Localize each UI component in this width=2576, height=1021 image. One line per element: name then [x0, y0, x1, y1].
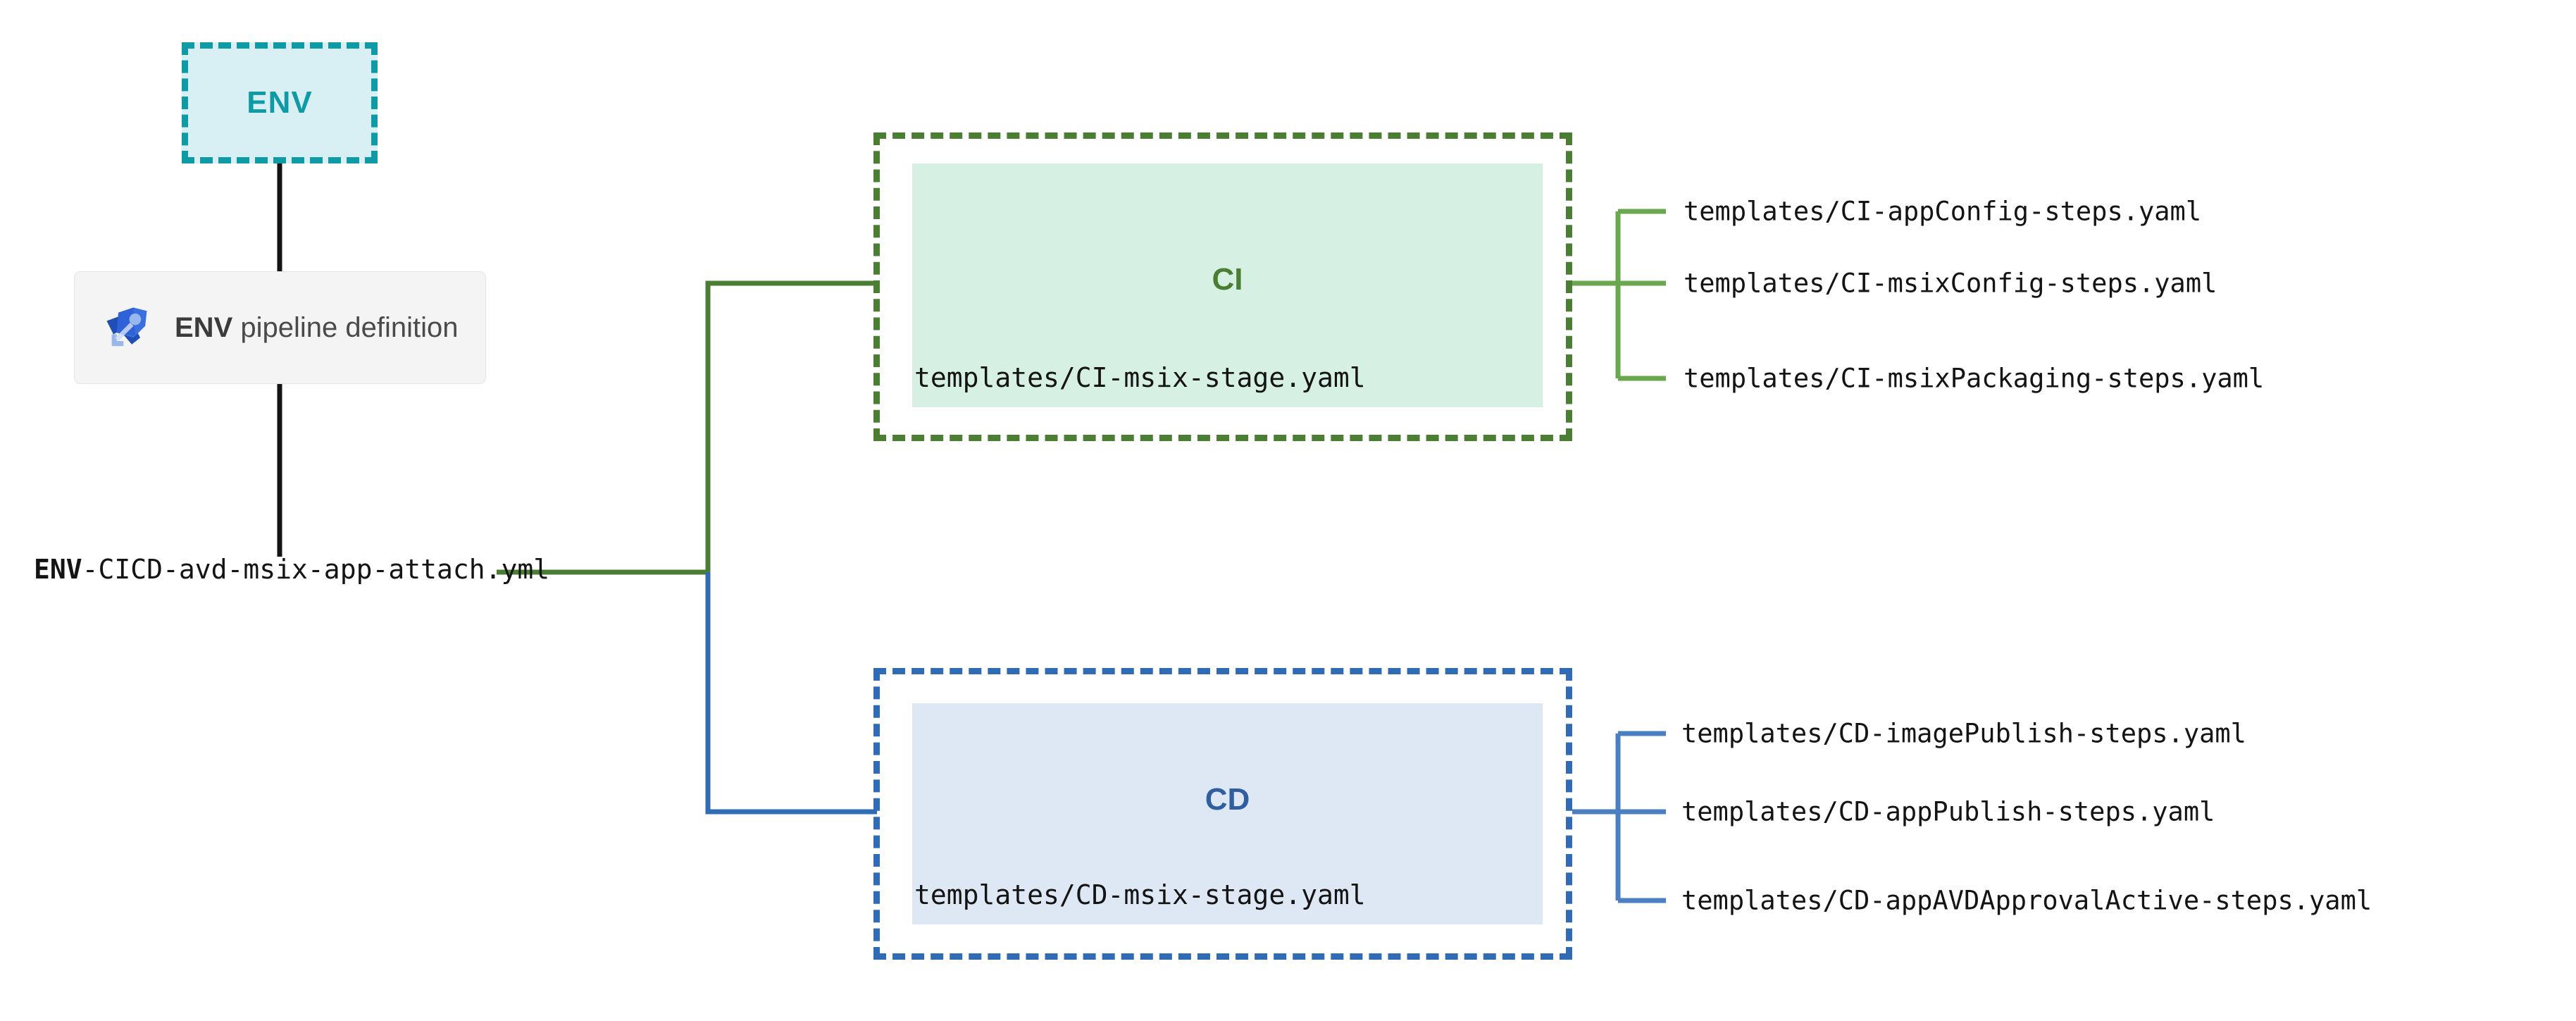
ci-stage-container[interactable] [873, 132, 1572, 441]
cd-stage-container[interactable] [873, 668, 1572, 960]
cd-stage-title: CD [1205, 782, 1250, 817]
root-pipeline-file-label: ENV-CICD-avd-msix-app-attach.yml [34, 554, 549, 585]
pipeline-definition-label-rest: pipeline definition [232, 311, 459, 343]
wire-root-to-cd [705, 572, 877, 815]
root-pipeline-file-prefix: ENV [34, 554, 82, 585]
ci-stage-file-label: templates/CI-msix-stage.yaml [914, 362, 1366, 393]
env-node[interactable]: ENV [182, 42, 378, 163]
cd-stage-file-label: templates/CD-msix-stage.yaml [914, 879, 1366, 910]
ci-stage-box[interactable]: CI templates/CI-msix-stage.yaml [912, 163, 1543, 407]
pipeline-definition-label: ENV pipeline definition [175, 312, 458, 344]
ci-template-label-2: templates/CI-msixConfig-steps.yaml [1684, 268, 2217, 299]
azure-pipelines-rocket-icon [106, 307, 147, 347]
cd-template-label-2: templates/CD-appPublish-steps.yaml [1681, 796, 2215, 827]
ci-template-label-3: templates/CI-msixPackaging-steps.yaml [1684, 363, 2265, 394]
ci-template-label-1: templates/CI-appConfig-steps.yaml [1684, 196, 2202, 227]
ci-stage-title: CI [1212, 262, 1243, 297]
cd-template-label-3: templates/CD-appAVDApprovalActive-steps.… [1681, 885, 2372, 916]
env-node-label: ENV [247, 85, 313, 120]
pipeline-definition-label-strong: ENV [175, 311, 233, 343]
root-pipeline-file-suffix: -CICD-avd-msix-app-attach.yml [82, 554, 550, 585]
wire-root-to-ci [705, 280, 877, 572]
pipeline-definition-card[interactable]: ENV pipeline definition [74, 271, 486, 384]
cd-stage-box[interactable]: CD templates/CD-msix-stage.yaml [912, 703, 1543, 924]
cd-template-label-1: templates/CD-imagePublish-steps.yaml [1681, 718, 2246, 749]
